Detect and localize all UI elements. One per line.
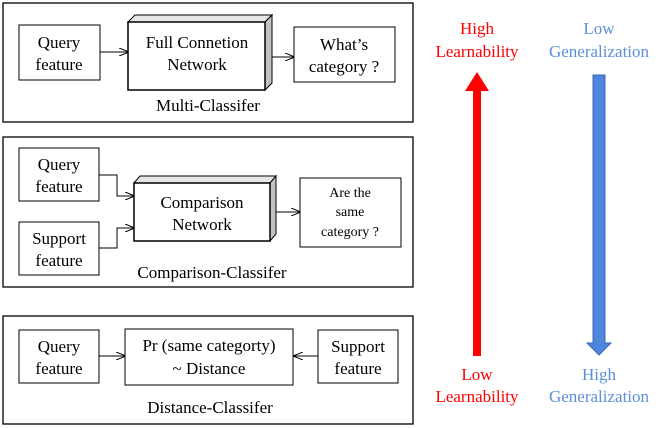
generalization-top-label-1: Low (583, 19, 615, 38)
distance-caption: Distance-Classifer (147, 398, 273, 417)
generalization-down-arrow (585, 74, 613, 356)
multi-network-label-1: Full Connetion (146, 33, 249, 52)
comparison-query-label-1: Query (38, 155, 81, 174)
comparison-network-label-2: Network (172, 215, 232, 234)
multi-output-label-2: category ? (309, 57, 379, 76)
learnability-axis: High Learnability Low Learnability (435, 19, 519, 406)
learnability-bottom-label-1: Low (461, 365, 493, 384)
generalization-bottom-label-2: Generalization (549, 387, 650, 406)
multi-query-label-2: feature (35, 55, 82, 74)
comparison-query-box: Query feature (18, 147, 100, 202)
multi-query-label-1: Query (38, 33, 81, 52)
learnability-up-arrow (465, 72, 489, 356)
learnability-top-label-2: Learnability (435, 42, 519, 61)
comparison-output-label-3: category ? (321, 225, 379, 240)
multi-output-label-1: What’s (320, 35, 368, 54)
multi-network-label-2: Network (167, 55, 227, 74)
multi-caption: Multi-Classifer (156, 96, 260, 115)
comparison-network-label-1: Comparison (160, 193, 244, 212)
comparison-arrow-support-to-network (99, 228, 134, 249)
distance-center-label-2: ~ Distance (173, 359, 246, 378)
multi-network-box: Full Connetion Network (126, 13, 274, 92)
distance-classifier-panel: Query feature Pr (same categorty) ~ Dist… (2, 315, 414, 425)
distance-center-box: Pr (same categorty) ~ Distance (124, 328, 294, 386)
comparison-support-box: Support feature (18, 221, 100, 276)
learnability-top-label-1: High (460, 19, 495, 38)
generalization-axis: Low Generalization High Generalization (549, 19, 650, 406)
distance-query-label-2: feature (35, 359, 82, 378)
comparison-output-label-2: same (336, 205, 365, 220)
distance-query-label-1: Query (38, 337, 81, 356)
distance-support-box: Support feature (317, 329, 399, 384)
comparison-network-box: Comparison Network (132, 174, 278, 243)
comparison-arrow-query-to-network (99, 174, 134, 196)
generalization-bottom-label-1: High (582, 365, 617, 384)
distance-query-box: Query feature (18, 329, 100, 384)
generalization-top-label-2: Generalization (549, 42, 650, 61)
distance-center-label-1: Pr (same categorty) (142, 336, 275, 355)
comparison-support-label-2: feature (35, 251, 82, 270)
comparison-query-label-2: feature (35, 177, 82, 196)
comparison-support-label-1: Support (32, 229, 86, 248)
learnability-bottom-label-2: Learnability (435, 387, 519, 406)
comparison-classifier-panel: Query feature Support feature Comparison… (2, 136, 414, 288)
comparison-output-box: Are the same category ? (299, 177, 402, 248)
comparison-output-label-1: Are the (329, 186, 371, 201)
multi-query-box: Query feature (18, 24, 101, 81)
multi-classifier-panel: Query feature Full Connetion Network Wha… (2, 2, 414, 123)
comparison-caption: Comparison-Classifer (137, 263, 287, 282)
multi-output-box: What’s category ? (293, 26, 396, 83)
distance-support-label-1: Support (331, 337, 385, 356)
distance-support-label-2: feature (334, 359, 381, 378)
